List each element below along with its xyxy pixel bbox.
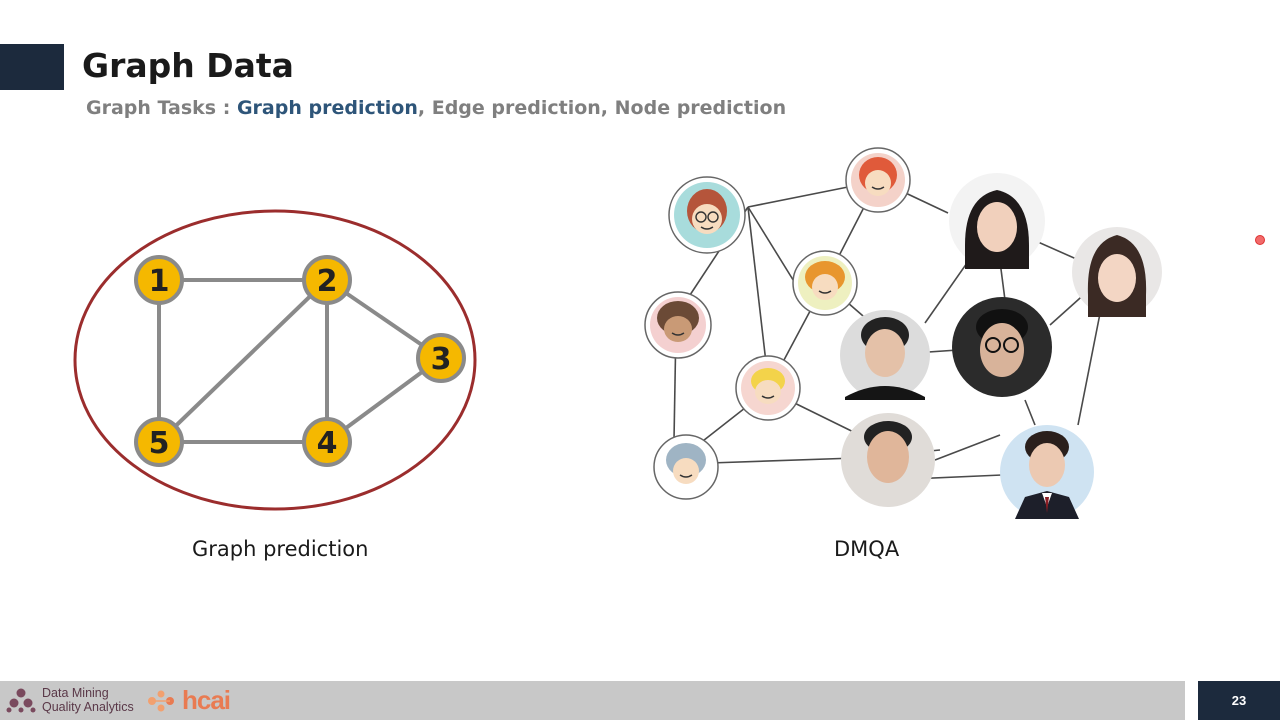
graph-node-3: 3 xyxy=(416,333,466,383)
cartoon-avatar-blond-boy xyxy=(735,355,801,421)
graph-edges xyxy=(157,278,443,444)
title-accent-bar xyxy=(0,44,64,90)
graph-node-5: 5 xyxy=(134,417,184,467)
logo-line-2: Quality Analytics xyxy=(42,700,134,714)
caption-graph-prediction: Graph prediction xyxy=(192,537,369,561)
photo-avatar-man-2 xyxy=(841,413,935,507)
node-label-1: 1 xyxy=(149,264,170,299)
photo-avatar-woman-2 xyxy=(1072,227,1162,317)
node-label-4: 4 xyxy=(317,426,338,461)
social-network-illustration xyxy=(644,147,1162,519)
photo-avatar-man-glasses xyxy=(952,297,1052,397)
subtitle-rest: , Edge prediction, Node prediction xyxy=(417,97,787,119)
cartoon-avatar-gray-hair xyxy=(653,434,719,500)
dmqa-logo: Data Mining Quality Analytics xyxy=(6,686,134,714)
cartoon-avatar-woman-glasses xyxy=(668,176,746,254)
slide-title: Graph Data xyxy=(82,46,294,85)
graph-ellipse xyxy=(73,209,477,511)
graph-diagram: 1 2 3 4 5 xyxy=(73,209,477,511)
dmqa-logo-icon xyxy=(6,688,36,713)
logo-line-1: Data Mining xyxy=(42,686,109,700)
graph-node-2: 2 xyxy=(302,255,352,305)
dmqa-logo-text: Data Mining Quality Analytics xyxy=(42,686,134,714)
subtitle-highlight: Graph prediction xyxy=(236,97,418,119)
graph-node-4: 4 xyxy=(302,417,352,467)
footer-bar: Data Mining Quality Analytics hcai xyxy=(0,681,1185,720)
node-label-5: 5 xyxy=(149,426,170,461)
slide-subtitle: Graph Tasks : Graph prediction, Edge pre… xyxy=(86,97,786,119)
hcai-logo-text: hcai xyxy=(182,685,231,715)
hcai-logo: hcai xyxy=(146,685,231,716)
subtitle-prefix: Graph Tasks : xyxy=(86,97,237,119)
graph-node-1: 1 xyxy=(134,255,184,305)
laser-pointer-dot xyxy=(1255,235,1265,245)
cartoon-avatar-redhead-girl xyxy=(845,147,911,213)
caption-dmqa: DMQA xyxy=(834,537,900,561)
cartoon-avatar-curly-boy xyxy=(792,250,858,316)
photo-avatar-woman-1 xyxy=(949,173,1045,269)
edge-2-5 xyxy=(157,278,329,444)
cartoon-avatar-dark-hair xyxy=(644,291,712,359)
hcai-logo-icon xyxy=(148,690,174,711)
photo-avatar-man-1 xyxy=(840,310,930,400)
page-number: 23 xyxy=(1198,681,1280,720)
node-label-3: 3 xyxy=(431,342,452,377)
node-label-2: 2 xyxy=(317,264,338,299)
photo-avatar-man-suit xyxy=(1000,425,1094,519)
